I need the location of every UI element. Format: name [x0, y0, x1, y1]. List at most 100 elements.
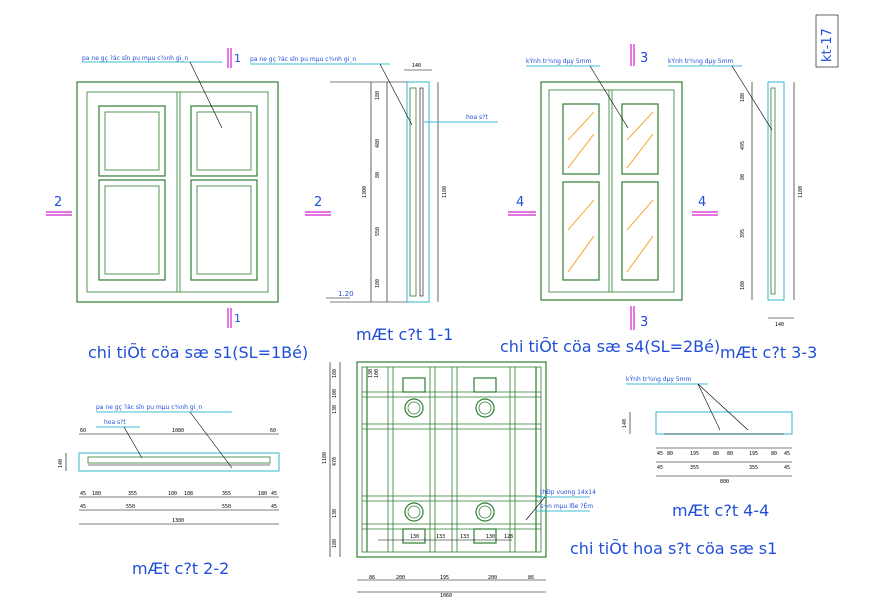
dim-33-1180: 1180 — [798, 186, 804, 198]
dim-44-r0: 45 — [657, 451, 663, 457]
marker-2-label-r: 2 — [314, 195, 322, 210]
section-3-3: kÝnh tr¾ng dµy 5mm 180 495 80 395 180 11… — [668, 58, 804, 328]
note-hoa-11: hoa s?t — [466, 114, 488, 121]
dim-hoa-total: 1180 — [322, 452, 328, 464]
note-glass-44: kÝnh tr¾ng dµy 5mm — [626, 376, 692, 383]
dim-hoa-l0: 180 — [332, 369, 338, 378]
dim-22-m1: 550 — [126, 504, 135, 510]
dim-22-m0: 45 — [80, 504, 86, 510]
title-44: mÆt c?t 4-4 — [672, 501, 769, 520]
marker-4-left: 4 — [508, 195, 536, 216]
dim-hoa-l3: 470 — [332, 457, 338, 466]
dim-hoa-it1: 100 — [374, 369, 380, 378]
note-glass-33: kÝnh tr¾ng dµy 5mm — [668, 58, 734, 65]
dim-33-180b: 180 — [740, 281, 746, 290]
dim-hoa-l5: 180 — [332, 539, 338, 548]
dim-22-b3: 100 — [168, 491, 177, 497]
dim-33-180: 180 — [740, 93, 746, 102]
dim-22-b6: 180 — [258, 491, 267, 497]
dim-44-r4: 80 — [727, 451, 733, 457]
note-hoa-22: hoa s?t — [104, 419, 126, 426]
dim-33-140: 140 — [775, 322, 784, 328]
dim-11-180: 180 — [375, 91, 381, 100]
note-panel-11: pa ne gç ?ác sîn pu mµu c¾nh gi¸n — [250, 56, 356, 63]
dim-22-1080: 1080 — [172, 428, 184, 434]
dim-11-180b: 180 — [375, 279, 381, 288]
title-22: mÆt c?t 2-2 — [132, 559, 229, 578]
note-glass-s4: kÝnh tr¾ng dµy 5mm — [526, 58, 592, 65]
marker-3-bottom: 3 — [630, 306, 648, 330]
dim-11-1300: 1300 — [362, 186, 368, 198]
dim-44-s1: 355 — [690, 465, 699, 471]
dim-hoa-b2: 195 — [440, 575, 449, 581]
marker-4-right: 4 — [692, 195, 718, 216]
dim-hoa-i4: 128 — [504, 534, 513, 540]
dim-11-1180: 1180 — [442, 186, 448, 198]
window-s4-elevation: kÝnh tr¾ng dµy 5mm — [526, 58, 683, 301]
marker-2-left: 2 — [46, 195, 72, 216]
dim-22-b4: 108 — [184, 491, 193, 497]
dim-33-495: 495 — [740, 141, 746, 150]
section-1-1: pa ne gç ?ác sîn pu mµu c¾nh gi¸n hoa s?… — [250, 56, 498, 303]
dim-22-140: 140 — [58, 459, 64, 468]
dim-44-s3: 45 — [784, 465, 790, 471]
marker-1-label-b: 1 — [234, 312, 241, 325]
note-panel-s1: pa ne gç ?ác sîn pu mµu c¾nh gi¸n — [82, 55, 188, 62]
dim-hoa-b4: 86 — [528, 575, 534, 581]
dim-hoa-l2: 130 — [332, 405, 338, 414]
dim-22-m3: 45 — [271, 504, 277, 510]
dim-22-1300: 1300 — [172, 518, 184, 524]
marker-1-bottom: 1 — [227, 308, 241, 328]
dim-22-b0: 45 — [80, 491, 86, 497]
dim-hoa-b1: 200 — [396, 575, 405, 581]
title-11: mÆt c?t 1-1 — [356, 325, 453, 344]
marker-1-top: 1 — [227, 48, 241, 68]
dim-hoa-l1: 100 — [332, 389, 338, 398]
sheet-code-box: kt-17 — [815, 14, 839, 68]
window-s1-elevation: pa ne gç ?ác sîn pu mµu c¾nh gi¸n — [76, 55, 279, 303]
hoa-sat-detail: thÐp vuong 14x14 s¬n mµu lße ?Èm 180 100… — [322, 361, 596, 599]
dim-22-60: 60 — [80, 428, 86, 434]
dim-hoa-b0: 86 — [369, 575, 375, 581]
dim-44-r6: 80 — [771, 451, 777, 457]
dim-22-b1: 180 — [92, 491, 101, 497]
dim-44-r5: 195 — [749, 451, 758, 457]
dim-hoa-l4: 130 — [332, 509, 338, 518]
note-steel: thÐp vuong 14x14 — [540, 489, 596, 496]
elev-120: 1.20 — [338, 290, 354, 298]
dim-44-s2: 355 — [749, 465, 758, 471]
note-panel-22: pa ne gç ?ác sîn pu mµu c¾nh gi¸n — [96, 404, 202, 411]
dim-11-80: 80 — [375, 172, 381, 178]
dim-44-r2: 195 — [690, 451, 699, 457]
dim-22-m2: 550 — [222, 504, 231, 510]
dim-44-800: 800 — [720, 479, 729, 485]
marker-4-label-r: 4 — [698, 195, 706, 210]
marker-1-label: 1 — [234, 52, 241, 65]
title-hoa: chi tiÕt hoa s?t cöa sæ s1 — [570, 539, 777, 558]
section-2-2: pa ne gç ?ác sîn pu mµu c¾nh gi¸n hoa s?… — [58, 404, 280, 525]
dim-hoa-i3: 130 — [486, 534, 495, 540]
dim-22-b5: 355 — [222, 491, 231, 497]
dim-22-b7: 45 — [271, 491, 277, 497]
marker-3-top: 3 — [630, 44, 648, 66]
marker-4-label: 4 — [516, 195, 524, 210]
dim-hoa-width: 1060 — [440, 593, 452, 599]
title-s4: chi tiÕt cöa sæ s4(SL=2Bé) — [500, 337, 720, 356]
section-4-4: kÝnh tr¾ng dµy 5mm 140 45 80 195 80 80 1… — [622, 376, 793, 485]
dim-44-r1: 80 — [667, 451, 673, 457]
dim-11-550: 550 — [375, 227, 381, 236]
title-33: mÆt c?t 3-3 — [720, 343, 817, 362]
dim-11-140: 140 — [412, 63, 421, 69]
dim-hoa-i2: 133 — [460, 534, 469, 540]
dim-22-60b: 60 — [270, 428, 276, 434]
dim-hoa-it0: 130 — [368, 369, 374, 378]
dim-hoa-b3: 200 — [488, 575, 497, 581]
dim-44-r7: 45 — [784, 451, 790, 457]
marker-3-label: 3 — [640, 51, 648, 66]
dim-44-s0: 45 — [657, 465, 663, 471]
dim-44-140: 140 — [622, 419, 628, 428]
dim-hoa-i1: 133 — [436, 534, 445, 540]
marker-2-label: 2 — [54, 195, 62, 210]
marker-3-label-b: 3 — [640, 315, 648, 330]
